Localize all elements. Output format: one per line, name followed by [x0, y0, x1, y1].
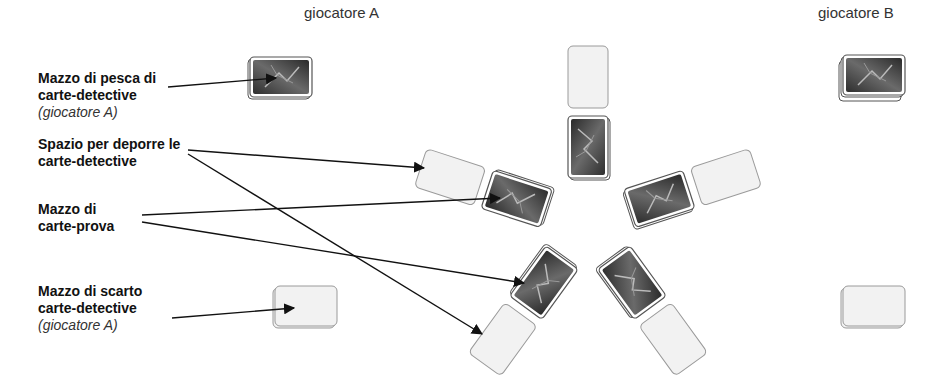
- callout-label: Spazio per deporre le carte-detective: [38, 136, 183, 170]
- draw-deck: [248, 57, 312, 99]
- discard-pile: [841, 286, 905, 328]
- callout-note: (giocatore A): [38, 317, 158, 334]
- callout-label: Mazzo di carte-prova: [38, 201, 138, 235]
- draw-deck: [839, 55, 905, 101]
- player-label: giocatore A: [304, 4, 414, 21]
- callout-note: (giocatore A): [38, 104, 158, 121]
- callout-label: Mazzo di pesca di carte-detective: [38, 70, 188, 104]
- discard-pile: [273, 286, 337, 328]
- leader-lines: [142, 78, 524, 334]
- callout-label: Mazzo di scarto carte-detective: [38, 283, 168, 317]
- player-label: giocatore B: [818, 4, 918, 21]
